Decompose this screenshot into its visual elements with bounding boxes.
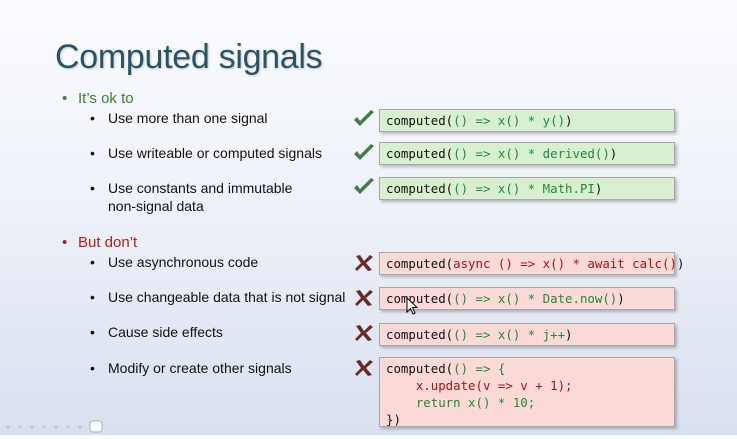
dont-item-1: •Use asynchronous code	[90, 254, 259, 270]
code-ok-3: computed(() => x() * Math.PI)	[379, 177, 675, 200]
dont-item-3: •Cause side effects	[90, 324, 223, 340]
pointer-cursor-icon	[406, 297, 418, 315]
code-bad-1: computed(async () => x() * await calc())	[379, 252, 684, 275]
presentation-controls[interactable]	[0, 418, 120, 434]
dont-item-4: •Modify or create other signals	[90, 360, 292, 376]
slide-title: Computed signals	[55, 38, 323, 76]
code-ok-1: computed(() => x() * y())	[379, 109, 675, 132]
ok-heading-text: It’s ok to	[78, 90, 134, 107]
ok-item-2: •Use writeable or computed signals	[90, 145, 322, 161]
check-icon	[354, 110, 374, 126]
bullet-dot: •	[62, 90, 68, 107]
dont-heading: • But don’t	[62, 234, 137, 251]
dont-heading-text: But don’t	[78, 234, 138, 251]
ok-heading: • It’s ok to	[62, 90, 134, 107]
code-bad-4: computed(() => { x.update(v => v + 1); r…	[379, 357, 675, 427]
check-icon	[354, 144, 374, 160]
code-ok-2: computed(() => x() * derived())	[379, 142, 675, 165]
cross-icon	[355, 255, 373, 271]
ok-item-1: •Use more than one signal	[90, 110, 268, 126]
dont-item-2: •Use changeable data that is not signal	[90, 289, 346, 305]
check-icon	[354, 178, 374, 194]
cross-icon	[355, 360, 373, 376]
code-bad-3: computed(() => x() * j++)	[379, 323, 675, 346]
code-bad-2: computed(() => x() * Date.now())	[379, 287, 675, 310]
cross-icon	[355, 325, 373, 341]
cross-icon	[355, 290, 373, 306]
bullet-dot: •	[62, 234, 68, 251]
